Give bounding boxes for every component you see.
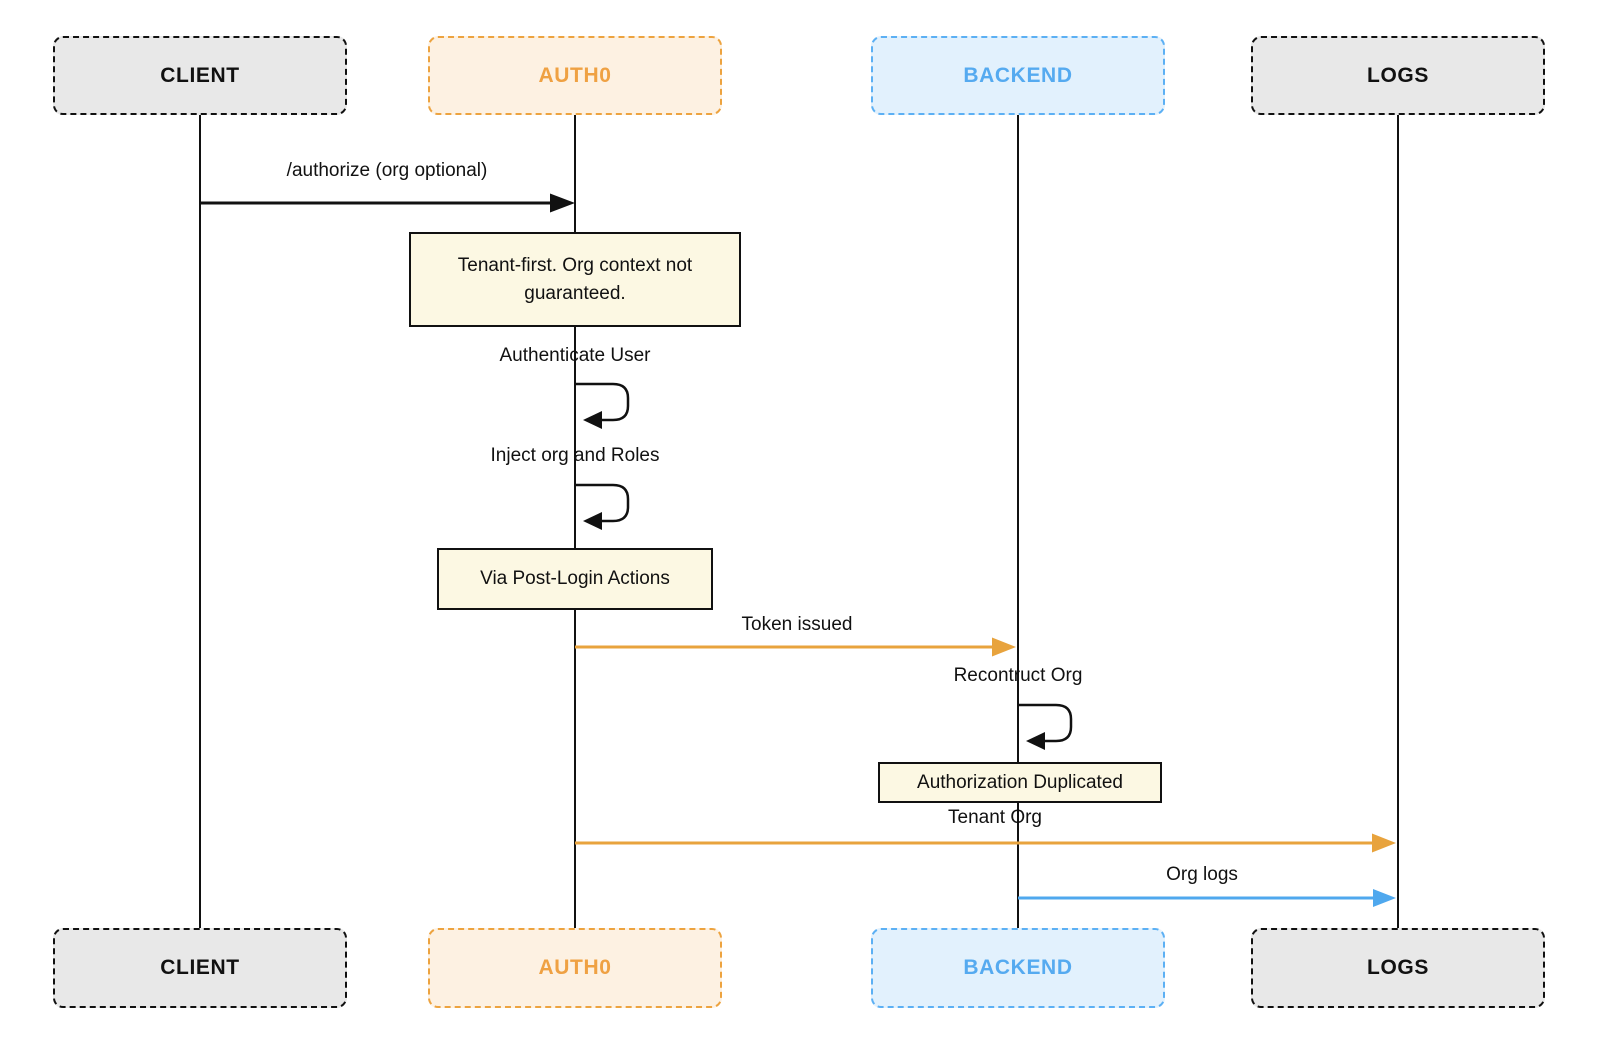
note-tenant-first-text: Tenant-first. Org context not guaranteed… (457, 254, 693, 304)
actor-client-bottom: CLIENT (53, 928, 347, 1008)
actor-logs-top-label: LOGS (1367, 63, 1429, 87)
actor-backend-top: BACKEND (871, 36, 1165, 115)
note-authorization-duplicated-text: Authorization Duplicated (917, 771, 1123, 793)
actor-auth0-bottom-label: AUTH0 (538, 956, 612, 979)
lifeline-auth0 (574, 115, 576, 928)
message-label-inject-org-roles: Inject org and Roles (490, 445, 660, 466)
lifeline-logs (1397, 115, 1399, 928)
lifeline-client (199, 115, 201, 928)
message-label-authenticate-user: Authenticate User (499, 345, 651, 366)
message-arrow-token-issued (575, 637, 1016, 657)
note-tenant-first: Tenant-first. Org context not guaranteed… (409, 232, 741, 327)
actor-logs-bottom-label: LOGS (1367, 956, 1429, 979)
message-label-token-issued: Token issued (741, 614, 853, 635)
self-loop-recontruct-org (1019, 703, 1073, 750)
actor-auth0-top: AUTH0 (428, 36, 722, 115)
message-label-org-logs: Org logs (1166, 864, 1238, 885)
actor-client-top-label: CLIENT (160, 63, 240, 87)
message-arrow-authorize (200, 193, 575, 213)
actor-client-bottom-label: CLIENT (160, 956, 240, 979)
actor-backend-top-label: BACKEND (963, 63, 1073, 87)
actor-auth0-top-label: AUTH0 (538, 63, 612, 87)
message-arrow-tenant-org (575, 833, 1396, 853)
message-arrow-org-logs (1018, 889, 1396, 907)
note-post-login-actions-text: Via Post-Login Actions (480, 568, 670, 590)
self-loop-authenticate-user (576, 382, 630, 429)
note-authorization-duplicated: Authorization Duplicated (878, 762, 1162, 803)
actor-auth0-bottom: AUTH0 (428, 928, 722, 1008)
message-label-tenant-org: Tenant Org (948, 807, 1042, 828)
self-loop-inject-org-roles (576, 483, 630, 530)
actor-logs-top: LOGS (1251, 36, 1545, 115)
actor-logs-bottom: LOGS (1251, 928, 1545, 1008)
lifeline-backend (1017, 115, 1019, 928)
message-label-authorize: /authorize (org optional) (286, 160, 488, 181)
actor-backend-bottom: BACKEND (871, 928, 1165, 1008)
message-label-recontruct-org: Recontruct Org (953, 665, 1083, 686)
actor-client-top: CLIENT (53, 36, 347, 115)
actor-backend-bottom-label: BACKEND (963, 956, 1073, 979)
note-post-login-actions: Via Post-Login Actions (437, 548, 713, 610)
